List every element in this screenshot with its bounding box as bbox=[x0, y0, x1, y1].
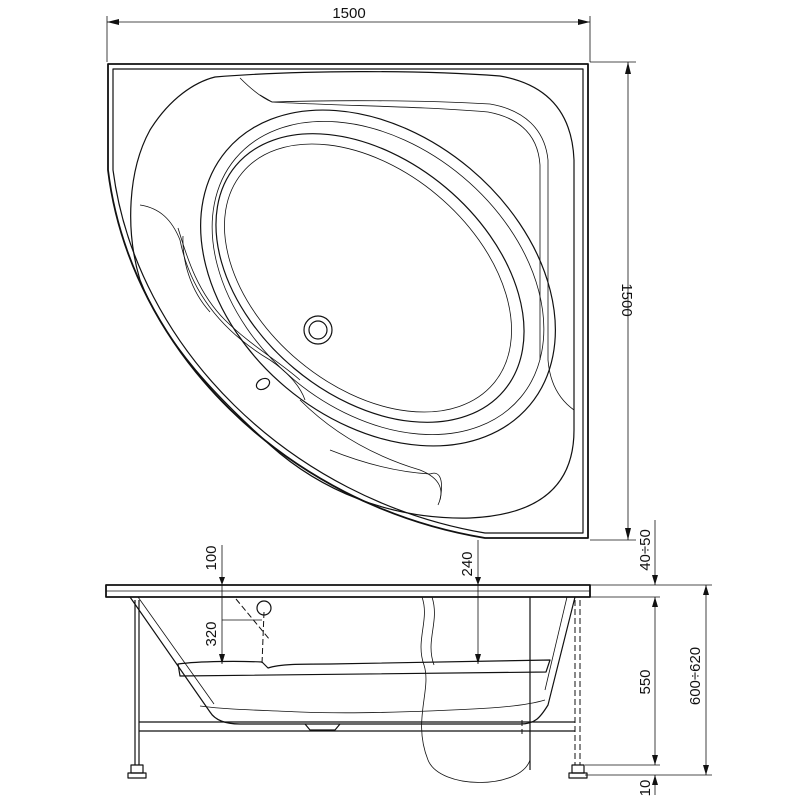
rim-thickness-label: 40÷50 bbox=[637, 529, 654, 571]
top-view: 1500 1500 bbox=[106, 5, 636, 541]
left-seat-outline bbox=[139, 204, 306, 401]
total-height-label: 600÷620 bbox=[687, 647, 704, 705]
support-frame bbox=[134, 597, 581, 770]
overflow-height-dimension: 320 bbox=[203, 597, 262, 664]
seat-step bbox=[177, 659, 551, 677]
overflow-height-label: 320 bbox=[203, 621, 220, 646]
right-foot bbox=[568, 764, 588, 779]
inner-rim-line bbox=[112, 68, 584, 534]
tub-bottom-curve bbox=[199, 699, 546, 714]
depth-label: 1500 bbox=[618, 283, 635, 316]
rim-offset-dimension: 100 bbox=[203, 545, 225, 597]
right-dimension-group: 40÷50 550 600÷620 10 bbox=[585, 520, 712, 796]
deck-outline bbox=[130, 71, 575, 519]
tub-depth-label: 550 bbox=[637, 669, 654, 694]
depth-dimension: 1500 bbox=[590, 61, 636, 541]
width-label: 1500 bbox=[332, 5, 365, 22]
drain-icon bbox=[303, 315, 333, 345]
side-view: 100 320 240 bbox=[105, 520, 712, 796]
bowl-outer-oval bbox=[200, 109, 556, 447]
bottom-drain bbox=[304, 723, 341, 731]
lower-seat-outline bbox=[299, 399, 442, 506]
rim-offset-label: 100 bbox=[203, 545, 220, 570]
left-seat-inner bbox=[177, 227, 301, 381]
outer-rim-outline bbox=[107, 63, 589, 539]
width-dimension: 1500 bbox=[106, 5, 591, 62]
side-overflow-icon bbox=[235, 598, 272, 665]
section-break-line bbox=[420, 596, 531, 783]
overflow-icon bbox=[255, 377, 271, 391]
left-foot bbox=[127, 764, 147, 779]
drain-offset-label: 240 bbox=[459, 551, 476, 576]
foot-gap-label: 10 bbox=[637, 780, 654, 797]
drain-offset-dimension: 240 bbox=[459, 540, 481, 664]
bowl-inner-oval bbox=[215, 133, 525, 423]
tub-body-profile bbox=[129, 596, 576, 725]
